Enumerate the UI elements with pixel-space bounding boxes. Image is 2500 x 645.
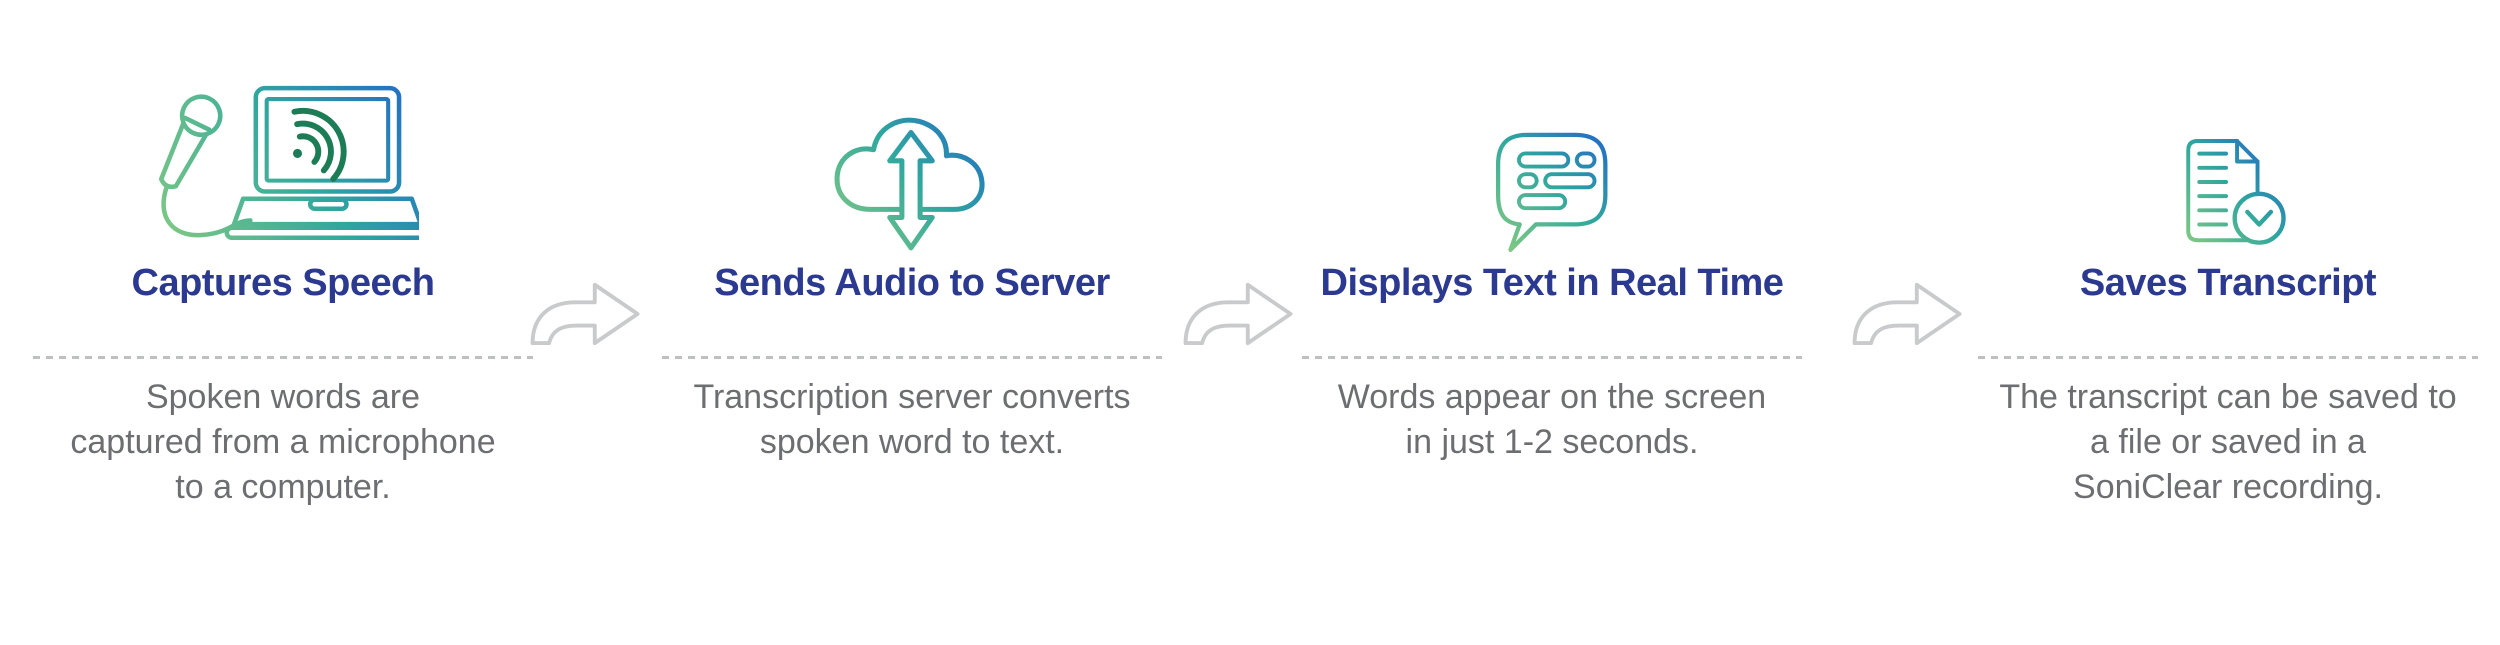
step-icon-wrap bbox=[3, 0, 563, 256]
description-line: SoniClear recording. bbox=[2073, 468, 2383, 506]
description-line: Words appear on the screen bbox=[1337, 378, 1767, 416]
description-line: to a computer. bbox=[175, 468, 391, 506]
step-captures-speech: Captures Speech Spoken words are capture… bbox=[3, 0, 563, 645]
dotted-divider bbox=[662, 356, 1162, 359]
dotted-divider bbox=[1302, 356, 1802, 359]
flow-arrow-icon bbox=[1852, 282, 1962, 346]
step-displays-text: Displays Text in Real Time Words appear … bbox=[1272, 0, 1832, 645]
step-description: Spoken words are captured from a microph… bbox=[3, 375, 563, 510]
step-description: Transcription server converts spoken wor… bbox=[632, 375, 1192, 465]
step-title: Saves Transcript bbox=[2079, 262, 2377, 304]
description-line: a file or saved in a bbox=[2090, 423, 2366, 461]
dotted-divider bbox=[33, 356, 533, 359]
step-icon-wrap bbox=[632, 0, 1192, 256]
description-line: in just 1-2 seconds. bbox=[1405, 423, 1699, 461]
description-line: Transcription server converts bbox=[693, 378, 1131, 416]
flow-arrow-icon bbox=[530, 282, 640, 346]
microphone-laptop-icon bbox=[158, 85, 419, 241]
description-line: captured from a microphone bbox=[70, 423, 496, 461]
step-title: Sends Audio to Server bbox=[714, 262, 1110, 304]
step-title: Captures Speech bbox=[131, 262, 435, 304]
cloud-transfer-icon bbox=[834, 117, 985, 251]
description-line: Spoken words are bbox=[145, 378, 421, 416]
step-description: Words appear on the screen in just 1-2 s… bbox=[1272, 375, 1832, 465]
step-title: Displays Text in Real Time bbox=[1320, 262, 1784, 304]
step-icon-wrap bbox=[1272, 0, 1832, 256]
step-sends-audio: Sends Audio to Server Transcription serv… bbox=[632, 0, 1192, 645]
step-saves-transcript: Saves Transcript The transcript can be s… bbox=[1948, 0, 2500, 645]
flow-arrow-icon bbox=[1183, 282, 1293, 346]
chat-bubble-icon bbox=[1495, 132, 1607, 252]
description-line: spoken word to text. bbox=[759, 423, 1065, 461]
step-description: The transcript can be saved to a file or… bbox=[1948, 375, 2500, 510]
description-line: The transcript can be saved to bbox=[1999, 378, 2457, 416]
transcript-file-icon bbox=[2186, 139, 2286, 245]
dotted-divider bbox=[1978, 356, 2478, 359]
step-icon-wrap bbox=[1948, 0, 2500, 256]
